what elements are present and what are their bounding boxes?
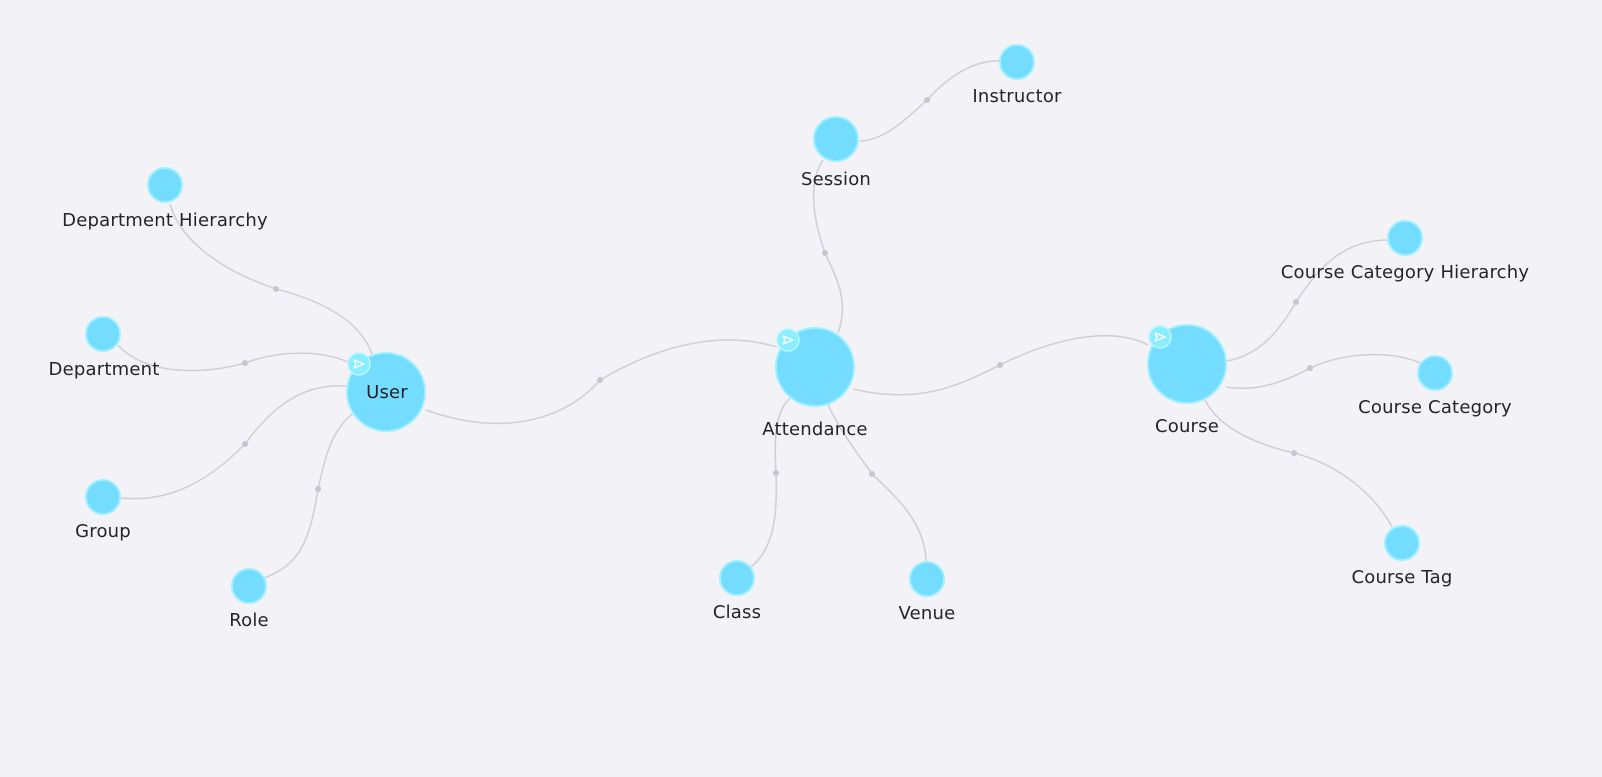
node-label: Instructor: [972, 86, 1062, 107]
edge-midpoint-dot: [822, 250, 828, 256]
send-icon[interactable]: [1148, 325, 1172, 349]
node-label: Course Category: [1358, 397, 1512, 418]
node-circle[interactable]: [719, 560, 755, 596]
edge-midpoint-dot: [869, 471, 875, 477]
edge-midpoint-dot: [315, 486, 321, 492]
node-circle[interactable]: [909, 561, 945, 597]
node-user[interactable]: User: [346, 352, 426, 432]
node-label: Venue: [899, 603, 956, 624]
node-label: Department Hierarchy: [62, 210, 268, 231]
edge-user-group: [120, 385, 347, 500]
edge-user-attendance: [425, 339, 778, 425]
node-attendance[interactable]: Attendance: [762, 327, 868, 440]
edges-layer: [117, 60, 1421, 579]
node-venue[interactable]: Venue: [899, 561, 956, 624]
node-role[interactable]: Role: [229, 568, 269, 631]
node-circle[interactable]: [1417, 355, 1453, 391]
node-circle[interactable]: [85, 479, 121, 515]
node-circle[interactable]: [813, 116, 859, 162]
edge-course-course-category-hierarchy: [1226, 239, 1389, 362]
send-icon[interactable]: [776, 328, 800, 352]
edge-line: [263, 411, 356, 579]
edge-line: [1225, 353, 1421, 390]
node-label: Course: [1155, 416, 1219, 437]
node-circle[interactable]: [1384, 525, 1420, 561]
node-circle[interactable]: [85, 316, 121, 352]
node-instructor[interactable]: Instructor: [972, 44, 1062, 107]
node-course-category[interactable]: Course Category: [1358, 355, 1512, 418]
edge-line: [1204, 399, 1393, 528]
node-circle[interactable]: [999, 44, 1035, 80]
node-label: Attendance: [762, 419, 867, 440]
node-group[interactable]: Group: [75, 479, 131, 542]
edge-midpoint-dot: [273, 286, 279, 292]
node-department[interactable]: Department: [49, 316, 160, 380]
edge-midpoint-dot: [1291, 450, 1297, 456]
edge-attendance-course: [852, 334, 1149, 396]
node-course-tag[interactable]: Course Tag: [1351, 525, 1452, 588]
node-session[interactable]: Session: [801, 116, 871, 190]
edge-session-instructor: [859, 60, 1001, 142]
node-label: Session: [801, 169, 871, 190]
edge-user-department-hierarchy: [169, 203, 373, 355]
edge-midpoint-dot: [924, 97, 930, 103]
node-label: Group: [75, 521, 131, 542]
edge-line: [120, 385, 347, 500]
edge-midpoint-dot: [997, 362, 1003, 368]
edge-attendance-venue: [827, 404, 927, 562]
send-icon[interactable]: [347, 352, 371, 376]
edge-midpoint-dot: [1293, 299, 1299, 305]
edge-midpoint-dot: [597, 377, 603, 383]
node-label: Course Tag: [1351, 567, 1452, 588]
node-class[interactable]: Class: [713, 560, 761, 623]
node-course-category-hierarchy[interactable]: Course Category Hierarchy: [1281, 220, 1530, 283]
edge-midpoint-dot: [773, 470, 779, 476]
node-circle[interactable]: [231, 568, 267, 604]
node-department-hierarchy[interactable]: Department Hierarchy: [62, 167, 268, 231]
edge-midpoint-dot: [1307, 365, 1313, 371]
edge-user-department: [117, 344, 349, 372]
node-label: Class: [713, 602, 761, 623]
edge-midpoint-dot: [242, 360, 248, 366]
node-label: Course Category Hierarchy: [1281, 262, 1530, 283]
node-label: Role: [229, 610, 269, 631]
node-circle[interactable]: [147, 167, 183, 203]
node-course[interactable]: Course: [1147, 324, 1227, 437]
node-label: User: [366, 382, 408, 403]
edge-line: [1226, 239, 1389, 362]
node-circle[interactable]: [1387, 220, 1423, 256]
edge-attendance-class: [750, 397, 791, 568]
edge-course-course-category: [1225, 353, 1421, 390]
edge-attendance-session: [812, 159, 844, 334]
edge-user-role: [263, 411, 356, 579]
edge-midpoint-dot: [242, 441, 248, 447]
node-label: Department: [49, 359, 160, 380]
edge-course-course-tag: [1204, 399, 1393, 528]
